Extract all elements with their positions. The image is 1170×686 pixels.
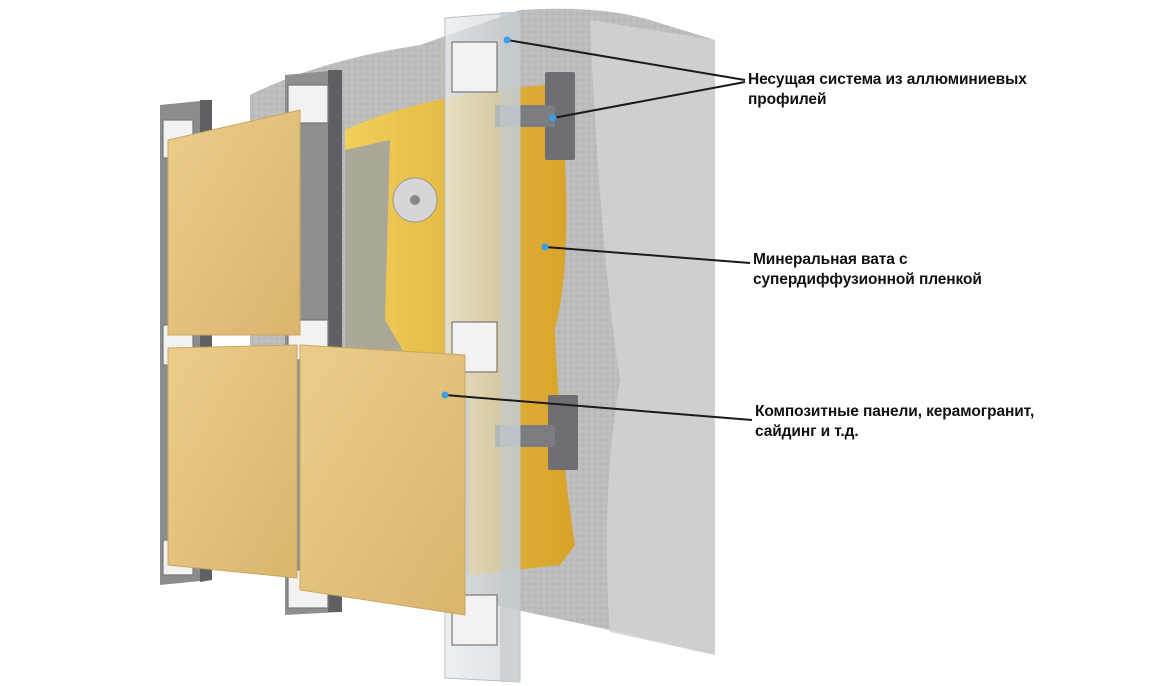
label-load-bearing-system: Несущая система из аллюминиевых профилей [748, 70, 1027, 110]
label-line: сайдинг и т.д. [755, 423, 859, 440]
label-line: Минеральная вата с [753, 251, 908, 268]
label-mineral-wool: Минеральная вата с супердиффузионной пле… [753, 250, 982, 290]
label-line: профилей [748, 91, 827, 108]
label-line: Несущая система из аллюминиевых [748, 71, 1027, 88]
label-composite-panels: Композитные панели, керамогранит, сайдин… [755, 402, 1034, 442]
label-line: Композитные панели, керамогранит, [755, 403, 1035, 420]
label-line: супердиффузионной пленкой [753, 271, 982, 288]
leader-lines [444, 39, 753, 421]
composite-panels [167, 109, 466, 616]
leader-dots [441, 36, 557, 399]
